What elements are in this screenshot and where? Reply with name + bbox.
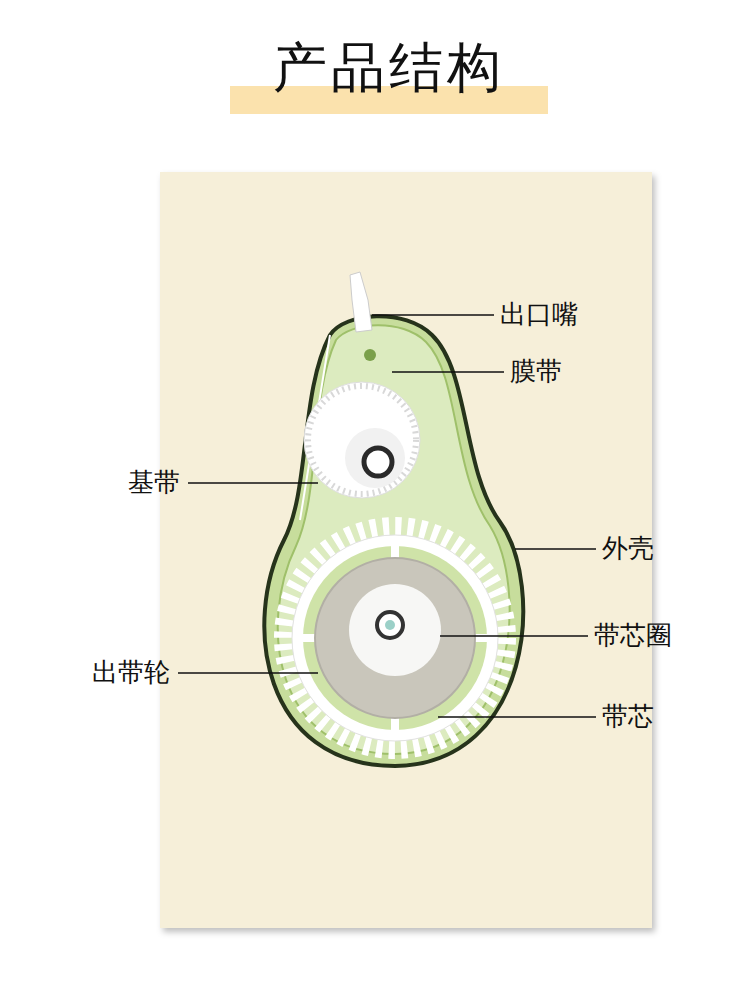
part-label: 外壳 — [602, 533, 654, 564]
shell — [264, 316, 523, 766]
title: 产品结构 — [273, 36, 505, 101]
part-label: 基带 — [128, 467, 180, 498]
tape-roll — [315, 558, 475, 718]
gear-window — [303, 546, 487, 730]
part-label: 带芯圈 — [594, 620, 672, 651]
part-label: 膜带 — [510, 356, 562, 387]
backdrop-panel — [160, 172, 652, 928]
hub-center — [385, 620, 395, 630]
shell-inner — [278, 325, 510, 754]
leader-lines — [178, 315, 596, 717]
tape-core — [349, 584, 441, 676]
gear-spokes — [303, 546, 487, 730]
nozzle — [350, 272, 372, 332]
part-label: 带芯 — [602, 701, 654, 732]
gear — [292, 535, 498, 741]
wheel-ridges — [308, 386, 416, 494]
pin — [364, 349, 376, 361]
wheel-hub — [364, 448, 392, 476]
part-label: 出口嘴 — [500, 299, 578, 330]
base-wheel — [304, 382, 420, 498]
part-label: 出带轮 — [92, 657, 170, 688]
hub — [377, 612, 403, 638]
wheel-center — [345, 428, 405, 488]
